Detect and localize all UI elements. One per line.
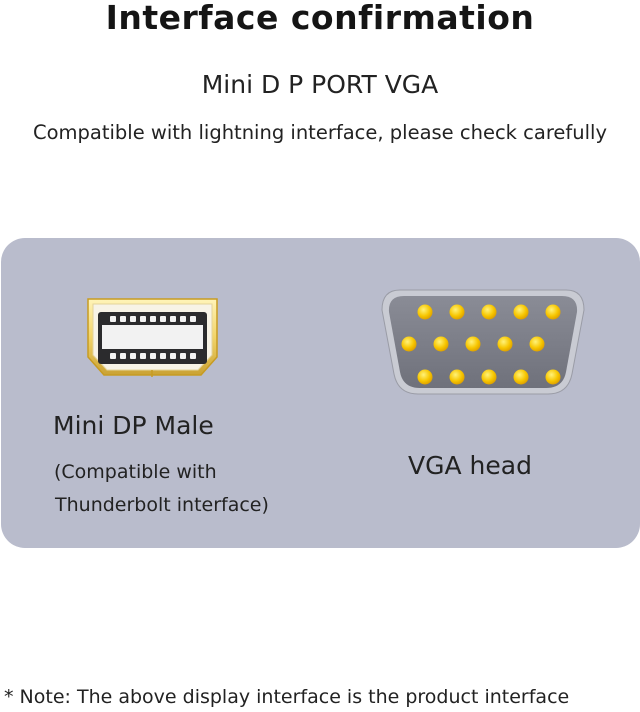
mini-dp-label: Mini DP Male [53,411,214,440]
compatibility-note: Compatible with lightning interface, ple… [32,121,608,144]
vga-label: VGA head [408,451,532,480]
mini-dp-note-line2: Thunderbolt interface) [55,494,269,516]
mini-dp-note-line1: (Compatible with [54,461,217,483]
product-subtitle: Mini D P PORT VGA [201,70,439,99]
mini-displayport-connector-icon [87,298,218,377]
footnote: * Note: The above display interface is t… [4,686,570,708]
vga-connector-icon [381,289,585,395]
page-title: Interface confirmation [105,0,535,37]
